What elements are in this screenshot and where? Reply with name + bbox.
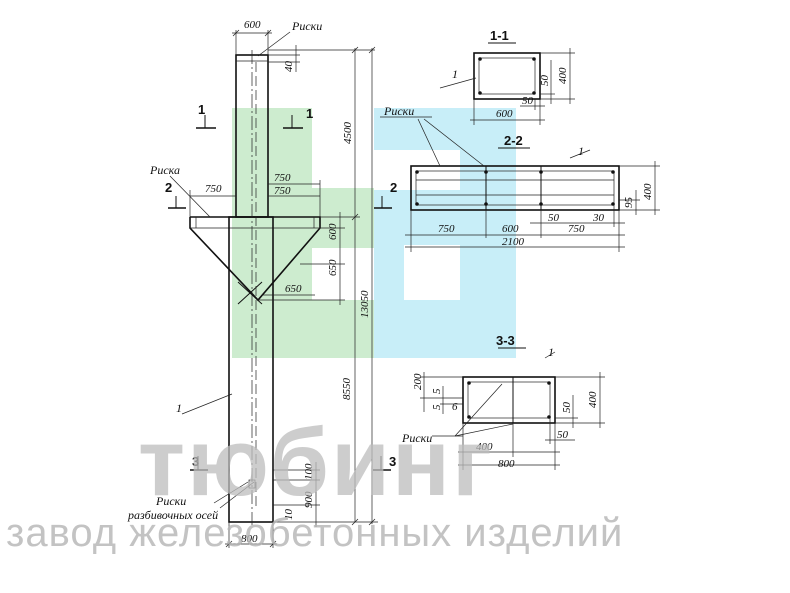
marker-1-left: 1 [198,102,205,117]
s22-dim-600: 600 [502,223,519,235]
s11-dim-50v: 50 [539,75,551,87]
dim-600-top: 600 [244,19,261,31]
marker-3-right: 3 [389,454,396,469]
s33-label-riski: Риски [401,431,432,445]
s33-dim-50v: 50 [561,402,573,414]
dim-750-left: 750 [205,183,222,195]
dim-750-b: 750 [274,185,291,197]
dim-600-v: 600 [327,223,339,240]
dim-13050: 13050 [359,290,371,318]
dim-650-v: 650 [327,259,339,276]
s22-dim-30: 30 [592,212,605,224]
dim-650-h: 650 [285,283,302,295]
section-title-1-1: 1-1 [490,28,509,43]
dim-8550: 8550 [341,378,353,401]
s22-dim-750a: 750 [438,223,455,235]
s33-dim-400h: 400 [476,441,493,453]
s22-dim-2100: 2100 [502,236,525,248]
s22-label-pos-1: 1 [578,144,584,158]
dim-800-bottom: 800 [241,533,258,545]
section-3-3 [420,347,605,470]
section-title-2-2: 2-2 [504,133,523,148]
section-title-3-3: 3-3 [496,333,515,348]
label-riski-axes-2: разбивочных осей [127,508,218,522]
watermark-tagline: завод железобетонных изделий [6,511,623,555]
section-2-2 [380,116,660,252]
s22-dim-400: 400 [642,183,654,200]
marker-1-right: 1 [306,106,313,121]
marker-2-left: 2 [165,180,172,195]
dim-100: 100 [303,463,315,480]
s22-dim-750b: 750 [568,223,585,235]
s22-dim-50: 50 [548,212,560,224]
label-riska: Риска [149,163,180,177]
s22-marker-2: 2 [390,180,397,195]
s11-label-pos-1: 1 [452,67,458,81]
s33-dim-800: 800 [498,458,515,470]
dim-750-a: 750 [274,172,291,184]
dim-40: 40 [283,61,295,73]
watermark-brand: тюбинг [138,409,494,516]
s33-dim-400v: 400 [587,391,599,408]
label-pos-1-main: 1 [176,401,182,415]
s11-dim-50h: 50 [522,95,534,107]
s33-dim-6: 6 [452,401,458,413]
watermark: тюбинг завод железобетонных изделий [6,409,623,555]
main-leaders [169,31,291,509]
s11-dim-400: 400 [557,67,569,84]
s33-dim-5a: 5 [431,388,443,394]
dim-4500: 4500 [342,122,354,145]
section-1-1 [439,42,575,125]
drawing-texts: 600 Риски 40 4500 1 1 Риска 2 750 750 75… [127,19,654,545]
column-elevation [189,50,321,525]
marker-3-left: 3 [192,454,199,469]
s33-dim-5b: 5 [431,404,443,410]
dim-10: 10 [283,509,295,521]
dim-900: 900 [303,491,315,508]
s22-label-riski: Риски [383,104,414,118]
label-riski-axes-1: Риски [155,494,186,508]
label-riski-top: Риски [291,19,322,33]
watermark-logo-shapes [232,108,516,358]
s22-dim-95: 95 [623,197,635,209]
s33-label-pos-1: 1 [548,345,554,359]
main-dimensions [189,29,378,548]
s33-dim-200: 200 [412,373,424,390]
s11-dim-600: 600 [496,108,513,120]
s33-dim-50h: 50 [557,429,569,441]
section-markers [168,115,392,471]
